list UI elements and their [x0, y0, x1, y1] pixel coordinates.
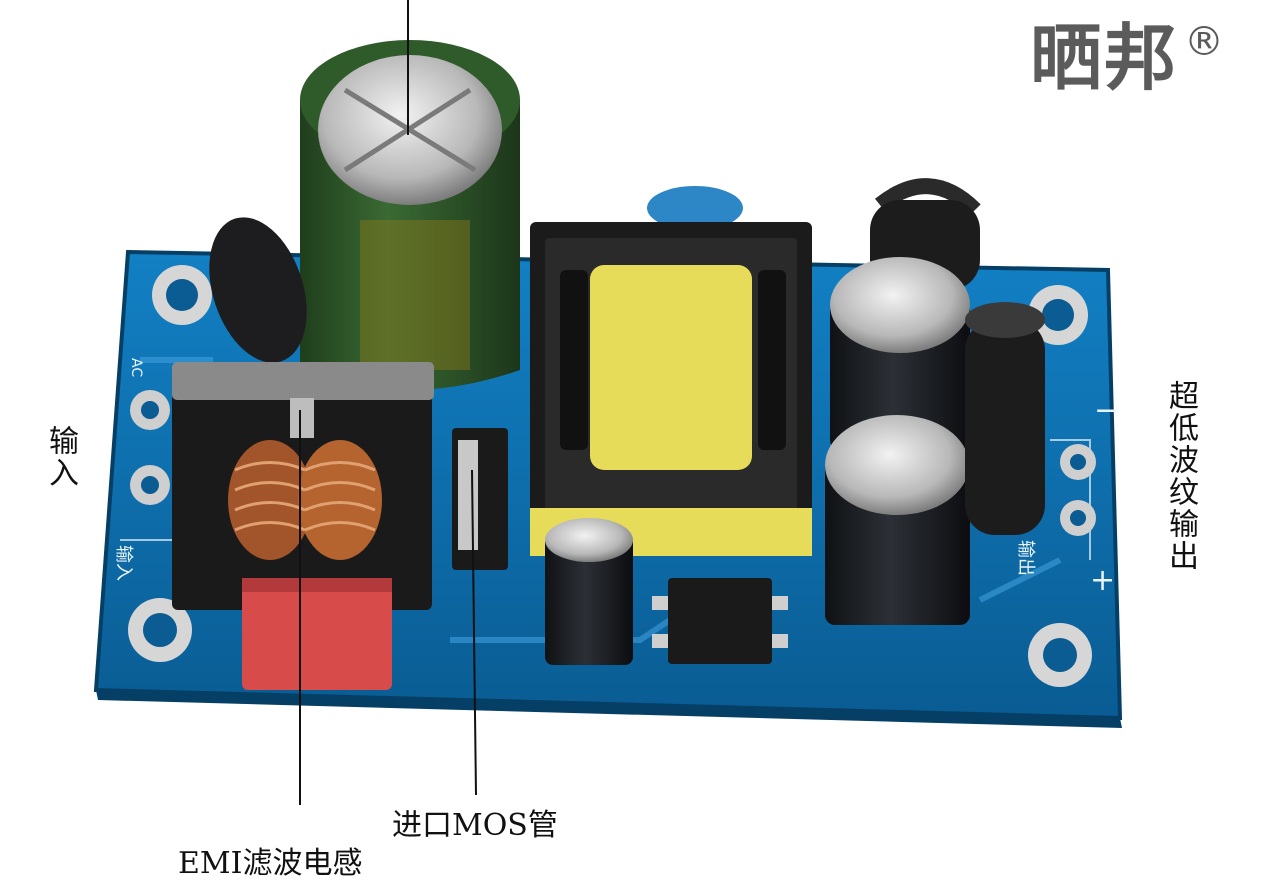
mosfet — [452, 428, 508, 570]
silkscreen-minus: − — [1094, 393, 1119, 428]
output-capacitor — [830, 257, 970, 450]
leader-line-mos — [471, 469, 477, 796]
thermistor — [209, 217, 307, 363]
label-input: 输入 — [43, 425, 78, 489]
input-pad — [130, 390, 170, 430]
mounting-hole — [1028, 623, 1092, 687]
x-capacitor — [242, 578, 392, 690]
label-emi: EMI滤波电感 — [178, 846, 363, 881]
output-pad — [1060, 500, 1096, 536]
registered-mark: ® — [1184, 19, 1225, 65]
mounting-hole — [128, 598, 192, 662]
silkscreen-input: 输入 — [113, 545, 134, 581]
silkscreen-plus: + — [1090, 563, 1115, 598]
output-pad — [1060, 444, 1096, 480]
brand-logo: 晒邦 ® — [1030, 22, 1224, 94]
label-output-low-ripple: 超低波纹输出 — [1163, 380, 1198, 572]
brand-name: 晒邦 — [1030, 16, 1179, 100]
transformer — [530, 222, 812, 556]
output-capacitor — [825, 415, 970, 625]
optocoupler — [652, 578, 788, 664]
emi-choke — [172, 362, 434, 610]
silkscreen-ac: AC — [128, 358, 144, 377]
output-choke — [965, 302, 1045, 535]
label-mos: 进口MOS管 — [392, 808, 558, 843]
input-pad — [130, 465, 170, 505]
mounting-hole — [1028, 285, 1088, 345]
small-capacitor — [545, 518, 633, 665]
silkscreen-output: 输出 — [1015, 540, 1036, 576]
y-capacitor — [647, 186, 743, 230]
mounting-hole — [152, 265, 212, 325]
bulk-capacitor — [300, 40, 520, 390]
